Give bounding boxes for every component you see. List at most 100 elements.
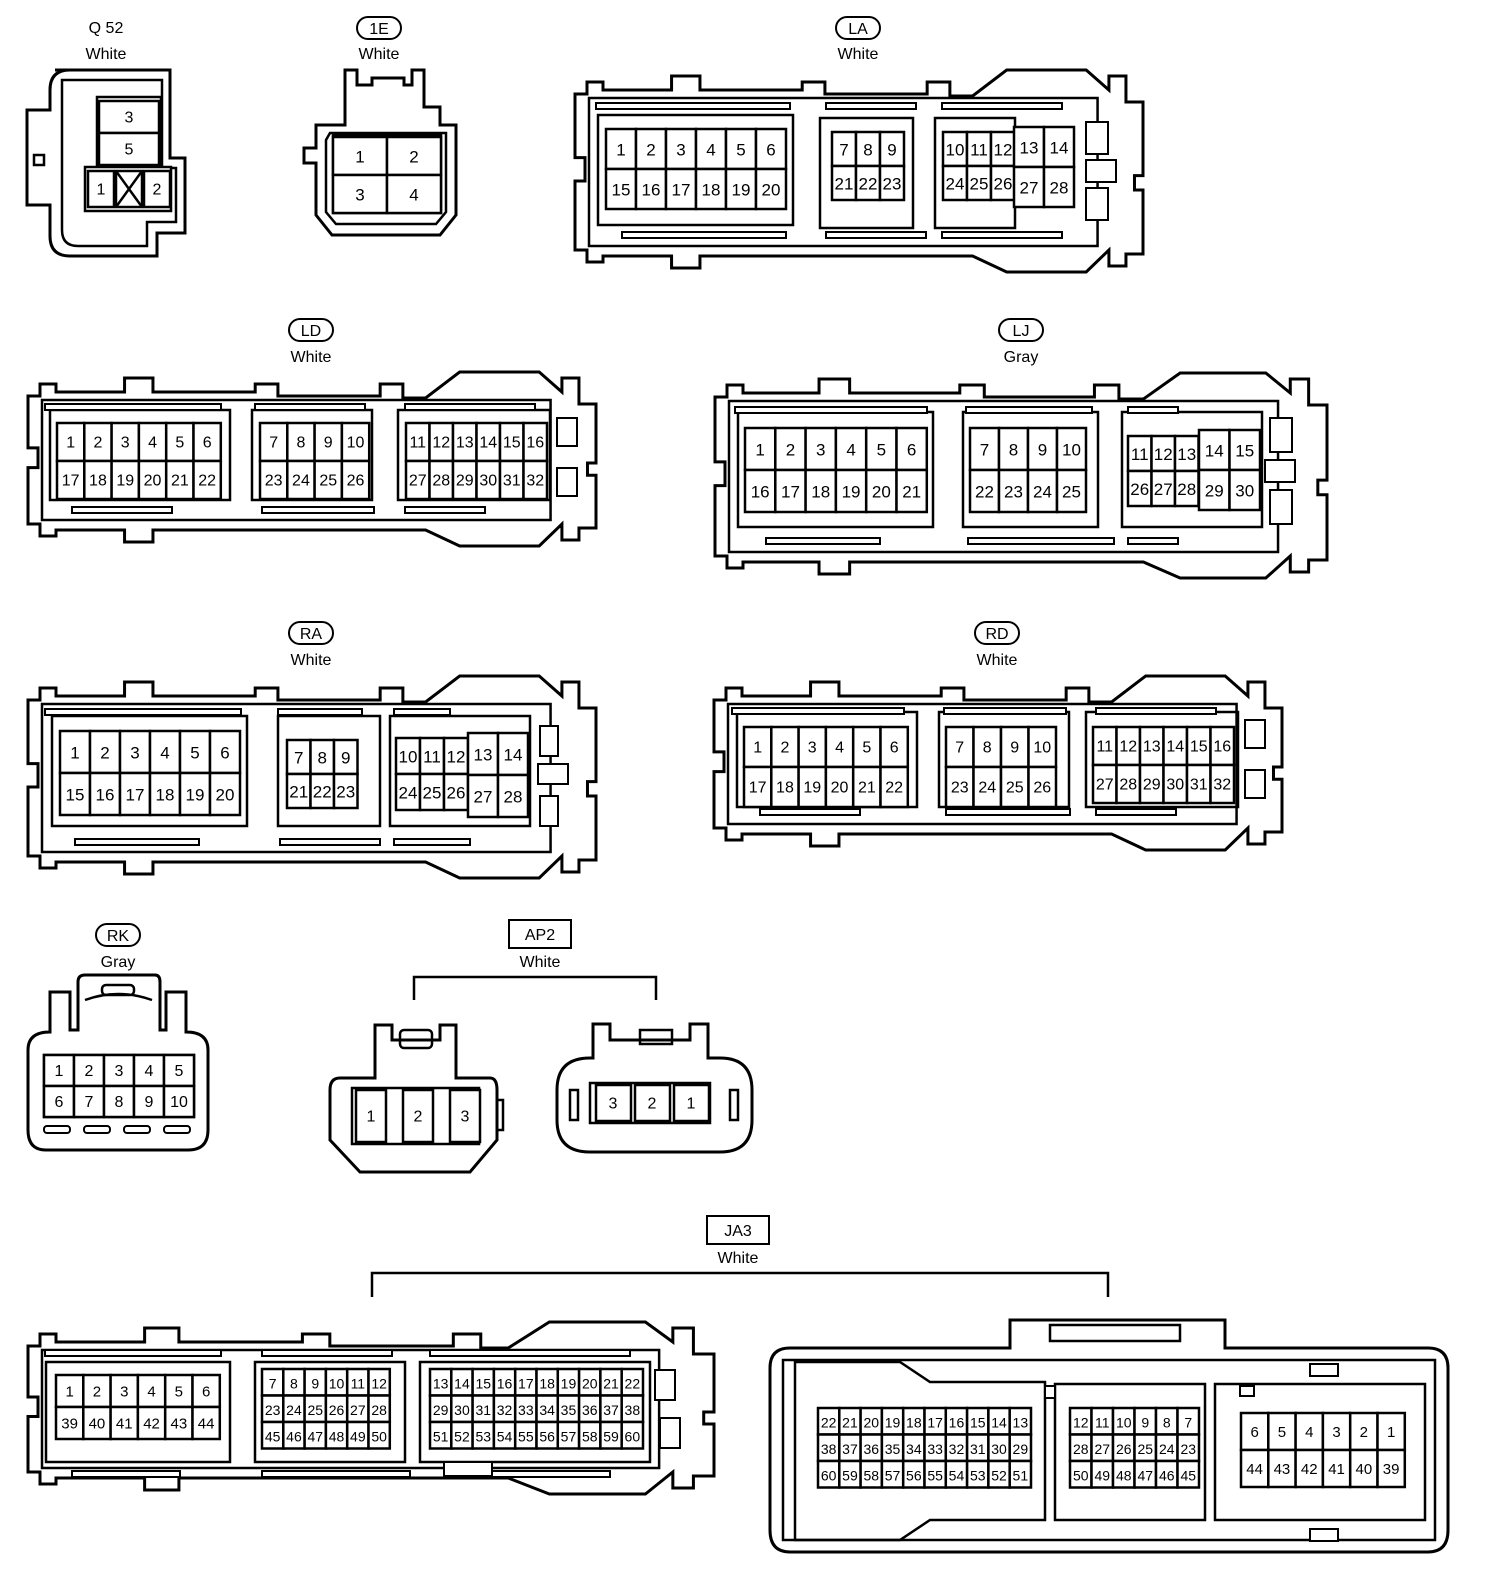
pin-number: 3 [461, 1109, 470, 1126]
pin-number: 2 [409, 148, 418, 167]
pin-cell: 14 [1042, 125, 1076, 169]
pin-number: 23 [265, 1402, 281, 1418]
pin-number: 29 [1205, 482, 1224, 501]
pin-cell: 40 [1348, 1448, 1379, 1489]
pin-number: 60 [821, 1467, 837, 1483]
pin-cell: 4 [834, 426, 868, 472]
pin-number: 25 [1006, 780, 1024, 797]
pin-number: 16 [751, 483, 770, 502]
pin-cell: 5 [164, 421, 195, 463]
pin-number: 8 [115, 1094, 124, 1111]
pin-cell: 28 [1115, 763, 1142, 805]
connector-color-ra: White [291, 652, 332, 669]
pin-number: 12 [371, 1375, 387, 1391]
pin-cell: 3 [664, 127, 698, 171]
pin-number: 18 [539, 1375, 555, 1391]
pin-number: 29 [1143, 777, 1161, 794]
pin-number: 59 [842, 1467, 858, 1483]
pin-number: 2 [100, 744, 109, 763]
label-rk: RK Gray [95, 923, 141, 971]
pin-number: 23 [1180, 1441, 1196, 1457]
connector-code-ja3: JA3 [724, 1223, 752, 1240]
pin-number: 2 [780, 740, 789, 757]
pin-number: 42 [143, 1416, 160, 1433]
pin-number: 24 [978, 780, 996, 797]
pin-number: 56 [539, 1428, 555, 1444]
pin-cell: 3 [804, 426, 838, 472]
pin-number: 21 [289, 783, 308, 802]
pin-number: 28 [371, 1402, 387, 1418]
pin-cell: 9 [332, 738, 359, 776]
pin-number: 10 [946, 141, 965, 160]
pin-cell: 8 [1154, 1406, 1179, 1436]
connector-code-ra: RA [300, 626, 323, 643]
pin-cell: 2 [633, 1083, 672, 1123]
connector-code-rk: RK [107, 928, 130, 945]
pin-cell: 26 [1111, 1433, 1136, 1463]
pin-cell: 2 [82, 1373, 112, 1409]
pin-cell: 7 [285, 738, 312, 776]
pin-number: 3 [125, 110, 134, 127]
pin-number: 31 [503, 473, 521, 490]
pin-number: 11 [1096, 739, 1113, 756]
pin-cell: 40 [82, 1405, 112, 1441]
pin-cell: 11 [404, 421, 431, 463]
pin-number: 6 [55, 1094, 64, 1111]
pin-number: 18 [702, 181, 721, 200]
pin-number: 44 [1246, 1461, 1263, 1478]
pin-number: 25 [307, 1402, 323, 1418]
pin-cell: 13 [466, 731, 500, 777]
pin-cell: 42 [136, 1405, 167, 1441]
connector-code-ld: LD [301, 323, 321, 340]
pin-number: 6 [907, 441, 916, 460]
pin-number: 19 [186, 786, 205, 805]
pin-number: 29 [433, 1402, 449, 1418]
pin-number: 34 [539, 1402, 555, 1418]
pin-number: 20 [831, 780, 849, 797]
pin-cell: 5 [178, 729, 212, 775]
pin-cell: 18 [694, 167, 728, 211]
pin-number: 19 [732, 181, 751, 200]
pin-number: 20 [762, 181, 781, 200]
pin-number: 3 [808, 740, 817, 757]
pin-cell: 10 [1027, 725, 1058, 769]
connector-code-rd: RD [985, 626, 1008, 643]
pin-cell: 20 [859, 1406, 884, 1436]
pin-cell: 14 [1162, 725, 1189, 767]
pin-number: 5 [877, 441, 886, 460]
pin-cell: 4 [1294, 1411, 1325, 1452]
pin-cell: 23 [997, 468, 1030, 514]
pin-cell: 46 [282, 1420, 306, 1450]
pin-number: 14 [1050, 139, 1069, 158]
pin-cell: 27 [466, 773, 500, 819]
pin-number: 27 [1154, 480, 1173, 499]
pin-cell: 24 [286, 459, 316, 501]
pin-cell: 4 [385, 173, 443, 215]
pin-number: 14 [1205, 442, 1224, 461]
pin-number: 17 [927, 1414, 943, 1430]
pin-cell: 17 [923, 1406, 948, 1436]
pin-cell: 9 [303, 1367, 328, 1397]
pin-cell: 56 [901, 1459, 926, 1489]
pin-cell: 18 [148, 771, 182, 817]
pin-number: 6 [766, 141, 775, 160]
pin-number: 34 [906, 1441, 922, 1457]
pin-number: 39 [1383, 1461, 1400, 1478]
pin-cell: 20 [208, 771, 242, 817]
pin-number: 9 [145, 1094, 154, 1111]
pin-number: 1 [367, 1109, 376, 1126]
pin-cell: 36 [577, 1394, 602, 1424]
pin-number: 29 [1013, 1441, 1029, 1457]
pin-number: 31 [475, 1402, 491, 1418]
pin-number: 56 [906, 1467, 922, 1483]
pin-number: 24 [399, 784, 418, 803]
pin-cell: 23 [878, 164, 906, 202]
pin-cell: 9 [1026, 426, 1059, 472]
pin-cell: 13 [428, 1367, 453, 1397]
pin-number: 2 [786, 441, 795, 460]
pin-cell: 27 [1012, 165, 1046, 209]
